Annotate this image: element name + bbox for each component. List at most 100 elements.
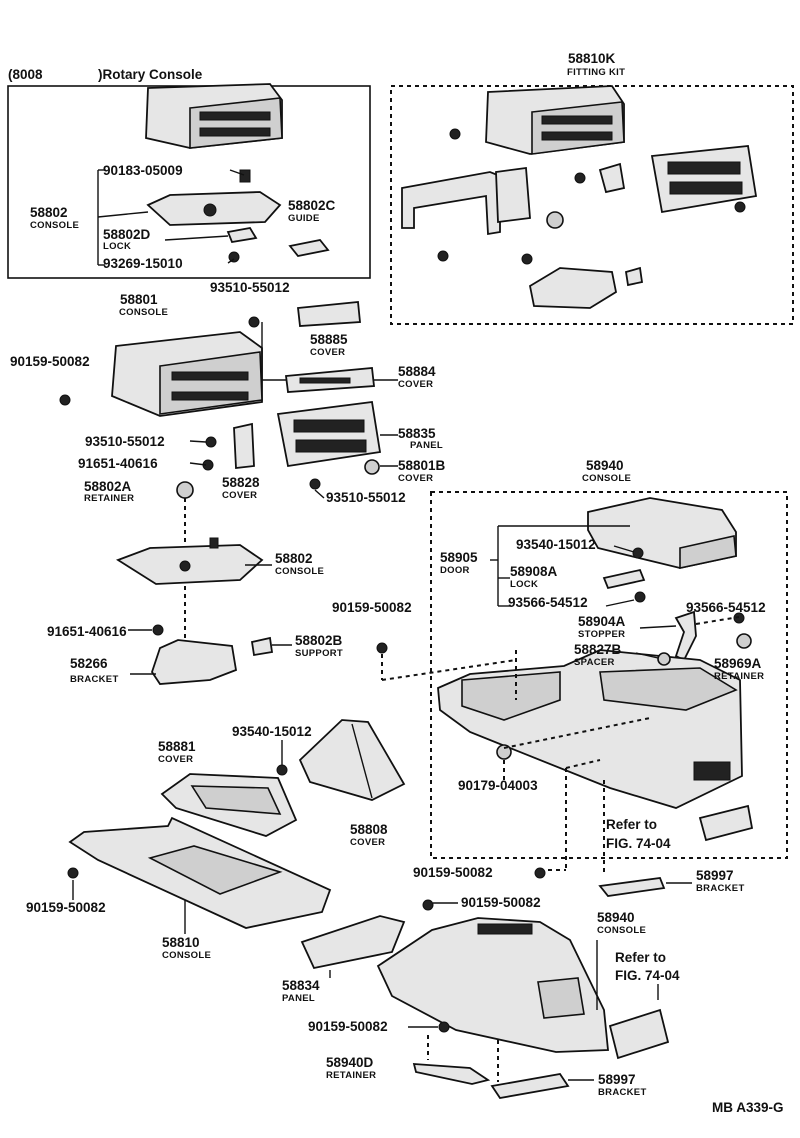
label-90159-b: 90159-50082	[332, 600, 412, 615]
cover-58828	[233, 422, 255, 470]
label-90159-c: 90159-50082	[413, 865, 493, 880]
label-58997-a: 58997	[696, 868, 734, 883]
refer-b-line2: FIG. 74-04	[615, 968, 680, 983]
label-58801b: 58801B	[398, 458, 446, 473]
label-90159-d: 90159-50082	[26, 900, 106, 915]
bracket-58997-b	[490, 1073, 570, 1099]
label-58827b-name: SPACER	[574, 657, 615, 668]
refer-b-line1: Refer to	[615, 950, 666, 965]
label-93510-b: 93510-55012	[85, 434, 165, 449]
label-58905: 58905	[440, 550, 478, 565]
label-58810: 58810	[162, 935, 200, 950]
fitting-kit-bracket	[401, 166, 531, 236]
fitting-kit-base	[528, 267, 618, 309]
label-58884-name: COVER	[398, 379, 433, 390]
label-58808-name: COVER	[350, 837, 385, 848]
panel-58834	[300, 915, 406, 970]
fig-74-04-part-b	[608, 1008, 670, 1060]
label-58802b: 58802B	[295, 633, 343, 648]
label-58997-b: 58997	[598, 1072, 636, 1087]
console-58801	[111, 331, 263, 417]
label-58802-top-name: CONSOLE	[30, 220, 79, 231]
guide-part-58802c	[288, 239, 330, 257]
label-58940-a: 58940	[586, 458, 624, 473]
fitting-kit-box	[390, 85, 794, 325]
variant-title: )Rotary Console	[98, 67, 203, 82]
label-58827b: 58827B	[574, 642, 622, 657]
label-58834-name: PANEL	[282, 993, 315, 1004]
label-58802d-name: LOCK	[103, 241, 131, 252]
label-58904a-name: STOPPER	[578, 629, 625, 640]
retainer-58969a	[736, 633, 752, 649]
label-58801b-name: COVER	[398, 473, 433, 484]
label-58802d: 58802D	[103, 227, 151, 242]
door-58905	[587, 497, 737, 569]
refer-a-line2: FIG. 74-04	[606, 836, 671, 851]
rotary-console-part	[145, 83, 283, 149]
label-58802c: 58802C	[288, 198, 336, 213]
page-reference: MB A339-G	[712, 1100, 784, 1115]
label-58802a-name: RETAINER	[84, 493, 134, 504]
label-58802c-name: GUIDE	[288, 213, 320, 224]
label-58802b-name: SUPPORT	[295, 648, 343, 659]
label-58885: 58885	[310, 332, 348, 347]
label-93540-b: 93540-15012	[232, 724, 312, 739]
label-93566-a: 93566-54512	[508, 595, 588, 610]
label-58802-mid-name: CONSOLE	[275, 566, 324, 577]
cover-58881	[160, 773, 298, 837]
label-58940-b-name: CONSOLE	[597, 925, 646, 936]
console-58940-box	[430, 491, 788, 859]
label-58808: 58808	[350, 822, 388, 837]
console-bracket-top	[146, 169, 282, 226]
label-58802-mid: 58802	[275, 551, 313, 566]
label-58801-name: CONSOLE	[119, 307, 168, 318]
label-58885-name: COVER	[310, 347, 345, 358]
lock-part-58802d	[226, 227, 258, 244]
label-91651-a: 91651-40616	[78, 456, 158, 471]
label-58881: 58881	[158, 739, 196, 754]
label-58884: 58884	[398, 364, 436, 379]
label-93540-a: 93540-15012	[516, 537, 596, 552]
console-58940-lower	[376, 917, 609, 1053]
label-58828: 58828	[222, 475, 260, 490]
label-93510-c: 93510-55012	[326, 490, 406, 505]
label-90179: 90179-04003	[458, 778, 538, 793]
label-58834: 58834	[282, 978, 320, 993]
label-90183: 90183-05009	[103, 163, 183, 178]
panel-58835	[276, 400, 382, 468]
label-58835: 58835	[398, 426, 436, 441]
stopper-58904a	[674, 610, 697, 662]
console-58940-body	[437, 649, 743, 809]
label-58969a-name: RETAINER	[714, 671, 764, 682]
console-58810	[68, 816, 332, 929]
fig-74-04-part-a	[698, 804, 754, 842]
label-58810-name: CONSOLE	[162, 950, 211, 961]
retainer-58940d	[412, 1063, 491, 1085]
bracket-58266	[151, 639, 238, 685]
label-90159-a: 90159-50082	[10, 354, 90, 369]
label-58835-name: PANEL	[410, 440, 443, 451]
cover-58808-boot	[298, 719, 406, 801]
fitting-kit-console	[485, 85, 625, 155]
cover-58884	[284, 367, 375, 393]
variant-code: (8008	[8, 67, 43, 82]
label-90159-e: 90159-50082	[461, 895, 541, 910]
label-58940d-name: RETAINER	[326, 1070, 376, 1081]
label-93566-b: 93566-54512	[686, 600, 766, 615]
support-58802b	[250, 636, 274, 657]
label-58940-a-name: CONSOLE	[582, 473, 631, 484]
label-58905-name: DOOR	[440, 565, 470, 576]
console-plate-58802	[115, 537, 264, 585]
label-58969a: 58969A	[714, 656, 762, 671]
label-90159-f: 90159-50082	[308, 1019, 388, 1034]
label-58940d: 58940D	[326, 1055, 374, 1070]
label-58828-name: COVER	[222, 490, 257, 501]
retainer-58802a	[176, 481, 194, 499]
label-93269: 93269-15010	[103, 256, 183, 271]
label-58801: 58801	[120, 292, 158, 307]
label-58810k-name: FITTING KIT	[567, 67, 625, 78]
label-58908a: 58908A	[510, 564, 558, 579]
bolt-93269	[228, 251, 240, 263]
label-58940-b: 58940	[597, 910, 635, 925]
label-58266: 58266	[70, 656, 108, 671]
